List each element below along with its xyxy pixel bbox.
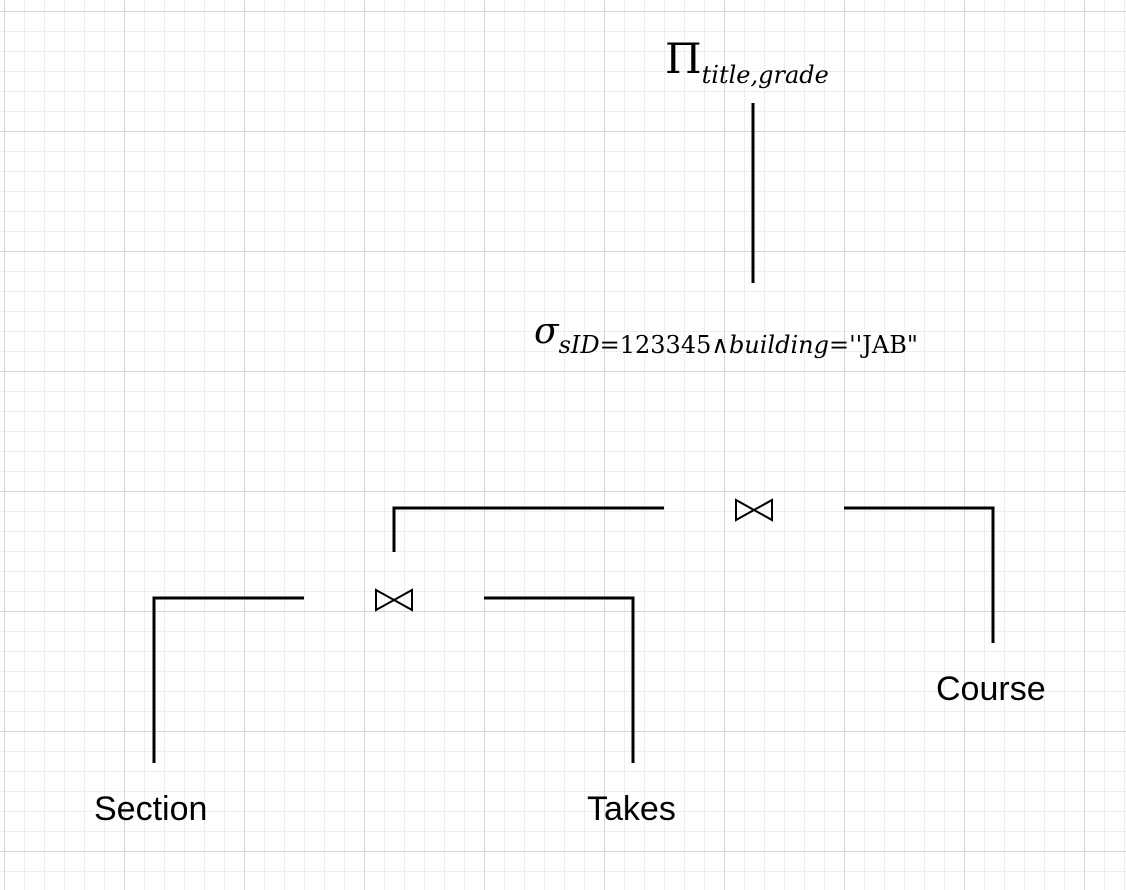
projection-operator: Π [665,34,702,83]
relation-takes: Takes [587,790,676,828]
predicate-eq: = [828,331,850,359]
predicate-value: ''JAB" [849,331,918,359]
selection-predicate: sID=123345∧building=''JAB" [559,331,918,359]
natural-join-icon [375,588,413,612]
natural-join-icon [735,498,773,522]
edge-upper-join-course [844,506,995,643]
edge-upper-join-left [392,506,664,552]
predicate-eq-value: =123345 [599,331,712,359]
relation-section: Section [94,790,208,828]
projection-attributes: title,grade [701,61,829,89]
relation-course: Course [936,670,1046,708]
selection-node: σsID=123345∧building=''JAB" [534,311,918,358]
predicate-and: ∧ [711,331,729,359]
edge-lower-join-section [152,596,304,763]
predicate-attr-building: building [728,331,829,359]
selection-operator: σ [534,311,559,352]
projection-node: Πtitle,grade [665,38,829,88]
edge-lower-join-takes [484,596,635,763]
predicate-attr-sid: sID [558,331,600,359]
